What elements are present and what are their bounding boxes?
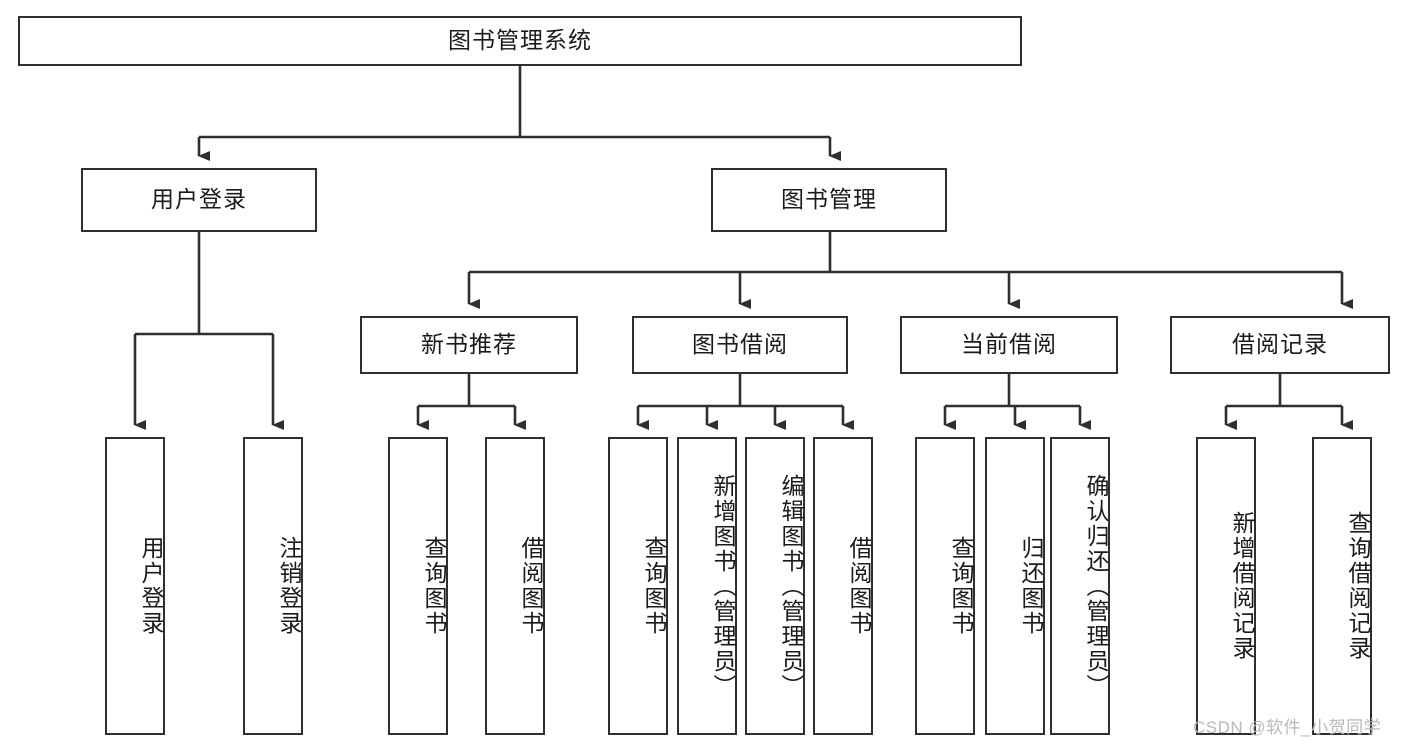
node-label: 编辑图书（管理员） bbox=[778, 473, 804, 699]
node-label: 图书管理 bbox=[781, 186, 877, 213]
node-current-borrow[interactable]: 当前借阅 bbox=[900, 316, 1118, 374]
node-label: 图书借阅 bbox=[692, 331, 788, 358]
node-borrow-record[interactable]: 借阅记录 bbox=[1170, 316, 1390, 374]
node-label: 新增图书（管理员） bbox=[710, 473, 736, 699]
node-root-book-management-system[interactable]: 图书管理系统 bbox=[18, 16, 1022, 66]
leaf-query-book-current[interactable]: 查询图书 bbox=[915, 437, 975, 735]
node-label: 用户登录 bbox=[151, 186, 247, 213]
leaf-add-book-admin[interactable]: 新增图书（管理员） bbox=[677, 437, 737, 735]
node-book-borrow[interactable]: 图书借阅 bbox=[632, 316, 848, 374]
node-label: 注销登录 bbox=[276, 536, 302, 636]
leaf-borrow-book[interactable]: 借阅图书 bbox=[813, 437, 873, 735]
leaf-return-book[interactable]: 归还图书 bbox=[985, 437, 1045, 735]
csdn-watermark: CSDN @软件_小贺同学 bbox=[1193, 718, 1382, 737]
node-label: 查询图书 bbox=[421, 536, 447, 636]
node-label: 借阅图书 bbox=[518, 536, 544, 636]
node-label: 新书推荐 bbox=[421, 331, 517, 358]
node-label: 查询借阅记录 bbox=[1345, 511, 1371, 661]
leaf-logout[interactable]: 注销登录 bbox=[243, 437, 303, 735]
leaf-borrow-book-recommend[interactable]: 借阅图书 bbox=[485, 437, 545, 735]
node-label: 借阅图书 bbox=[846, 536, 872, 636]
leaf-query-borrow-record[interactable]: 查询借阅记录 bbox=[1312, 437, 1372, 735]
node-new-book-recommend[interactable]: 新书推荐 bbox=[360, 316, 578, 374]
node-label: 查询图书 bbox=[641, 536, 667, 636]
node-label: 用户登录 bbox=[138, 536, 164, 636]
leaf-query-book-borrow[interactable]: 查询图书 bbox=[608, 437, 668, 735]
node-label: 查询图书 bbox=[948, 536, 974, 636]
leaf-confirm-return-admin[interactable]: 确认归还（管理员） bbox=[1050, 437, 1110, 735]
node-book-management[interactable]: 图书管理 bbox=[711, 168, 947, 232]
node-label: 新增借阅记录 bbox=[1229, 511, 1255, 661]
node-label: 当前借阅 bbox=[961, 331, 1057, 358]
node-user-login[interactable]: 用户登录 bbox=[81, 168, 317, 232]
node-label: 借阅记录 bbox=[1232, 331, 1328, 358]
leaf-edit-book-admin[interactable]: 编辑图书（管理员） bbox=[745, 437, 805, 735]
leaf-user-login[interactable]: 用户登录 bbox=[105, 437, 165, 735]
node-label: 归还图书 bbox=[1018, 536, 1044, 636]
node-label: 图书管理系统 bbox=[448, 27, 592, 54]
node-label: 确认归还（管理员） bbox=[1083, 473, 1109, 699]
leaf-query-book-recommend[interactable]: 查询图书 bbox=[388, 437, 448, 735]
leaf-add-borrow-record[interactable]: 新增借阅记录 bbox=[1196, 437, 1256, 735]
